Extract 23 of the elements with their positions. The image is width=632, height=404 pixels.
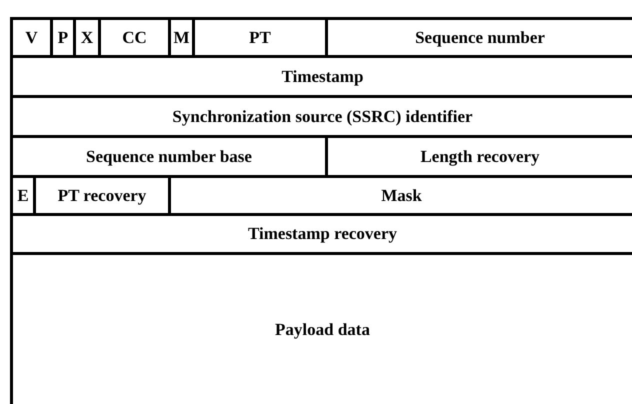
field-label: Synchronization source (SSRC) identifier bbox=[172, 106, 473, 126]
header-field bbox=[98, 17, 168, 58]
field-label: Sequence number bbox=[415, 28, 545, 48]
header-field bbox=[192, 17, 325, 58]
header-field bbox=[10, 17, 50, 58]
field-label: Timestamp recovery bbox=[248, 224, 398, 244]
field-label: V bbox=[25, 28, 38, 48]
field-label: CC bbox=[122, 28, 147, 48]
header-field bbox=[168, 17, 192, 58]
header-field bbox=[50, 17, 73, 58]
header-field bbox=[73, 17, 98, 58]
field-label: Length recovery bbox=[420, 146, 540, 166]
field-label: M bbox=[173, 28, 190, 48]
field-label: PT bbox=[249, 28, 271, 48]
field-label: Payload data bbox=[275, 320, 370, 340]
field-label: Mask bbox=[381, 186, 422, 206]
field-label: P bbox=[58, 28, 68, 48]
field-label: E bbox=[17, 186, 29, 206]
field-label: PT recovery bbox=[58, 186, 146, 206]
field-label: X bbox=[80, 28, 94, 48]
field-label: Timestamp bbox=[282, 66, 364, 86]
field-label: Sequence number base bbox=[86, 146, 252, 166]
header-field bbox=[325, 17, 632, 58]
